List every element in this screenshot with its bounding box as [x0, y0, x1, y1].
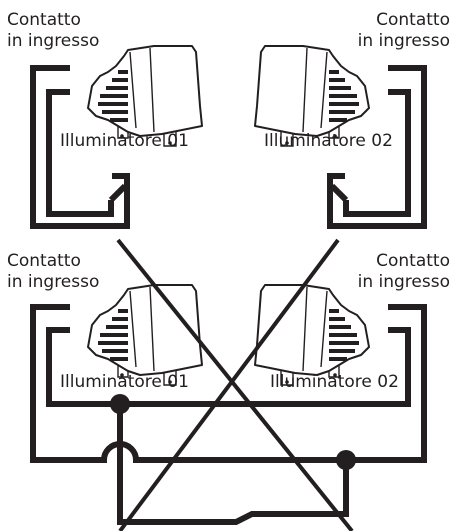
bottom-right-contact-label-line1: Contatto	[376, 251, 450, 271]
bottom-wiring	[30, 304, 427, 525]
top-left-switch-blade	[108, 183, 128, 203]
top-right-outer-wire	[327, 65, 427, 229]
cross-line-1	[116, 238, 354, 531]
inner-loop-wire	[46, 327, 411, 407]
top-right-inner-wire	[343, 89, 411, 217]
bottom-right-contact-label-line2: in ingresso	[358, 272, 450, 292]
top-left-outer-wire	[30, 65, 130, 229]
crossed-out-mark	[116, 238, 354, 531]
bottom-left-contact-label-line2: in ingresso	[7, 272, 99, 292]
bottom-right-illuminator-icon	[254, 284, 370, 386]
top-right-contact-label-line1: Contatto	[376, 10, 450, 30]
junction-dot-left	[110, 394, 130, 414]
top-left-inner-wire	[46, 89, 114, 217]
bottom-right-section: Contatto in ingresso Illuminatore 02	[254, 251, 450, 392]
cross-line-2	[118, 238, 340, 531]
top-left-contact-label-line1: Contatto	[7, 10, 81, 30]
bottom-left-section: Contatto in ingresso Illuminatore 01	[7, 251, 203, 392]
common-lead-wire	[117, 404, 349, 525]
junction-dot-right	[336, 450, 356, 470]
top-left-contact-label-line2: in ingresso	[7, 31, 99, 51]
bottom-left-illuminator-label: Illuminatore 01	[60, 372, 189, 392]
top-right-contact-label-line2: in ingresso	[358, 31, 450, 51]
top-right-illuminator-label: Illuminatore 02	[264, 131, 393, 151]
top-left-illuminator-label: Illuminatore 01	[60, 131, 189, 151]
bottom-left-illuminator-icon	[87, 284, 203, 386]
top-left-switch	[112, 173, 130, 206]
top-right-section: Contatto in ingresso Illuminatore 02	[254, 10, 450, 229]
bottom-left-contact-label-line1: Contatto	[7, 251, 81, 271]
top-left-section: Contatto in ingresso Illuminatore 01	[7, 10, 203, 229]
top-right-switch	[327, 173, 345, 206]
bottom-right-illuminator-label: Illuminatore 02	[270, 372, 399, 392]
top-right-switch-blade	[329, 183, 349, 203]
